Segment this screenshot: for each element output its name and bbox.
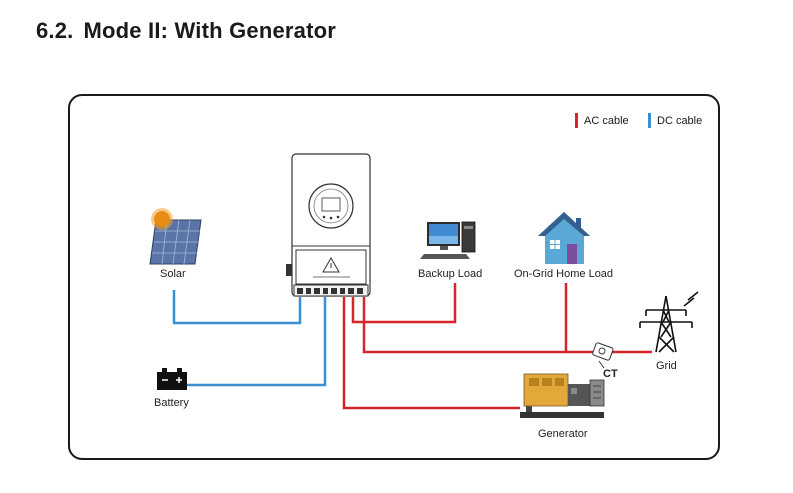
home-load-label: On-Grid Home Load	[514, 268, 614, 280]
inverter-icon	[286, 153, 371, 297]
section-title: Mode II: With Generator	[83, 18, 337, 43]
legend-dc: DC cable	[648, 113, 702, 128]
solar-panel-icon	[149, 208, 202, 265]
legend-ac-label: AC cable	[584, 114, 629, 127]
legend-ac: AC cable	[575, 113, 629, 128]
section-heading: 6.2. Mode II: With Generator	[36, 18, 336, 44]
ac-cables	[342, 283, 652, 410]
legend-dc-label: DC cable	[657, 114, 703, 127]
dc-cable-swatch	[648, 113, 651, 128]
ct-label: CT	[603, 368, 618, 380]
solar-label: Solar	[160, 268, 186, 280]
solar-dc-cable	[172, 290, 302, 325]
generator-label: Generator	[538, 428, 588, 440]
battery-icon	[157, 368, 187, 390]
grid-label: Grid	[656, 360, 677, 372]
ac-cable-swatch	[575, 113, 578, 128]
house-icon	[538, 212, 590, 264]
section-number: 6.2.	[36, 18, 74, 43]
current-transformer-icon	[592, 342, 614, 369]
dc-cables	[172, 290, 327, 387]
generator-icon	[520, 373, 605, 418]
backup-load-label: Backup Load	[418, 268, 483, 280]
generator-ac-cable	[342, 297, 520, 410]
computer-icon	[420, 221, 476, 259]
grid-ac-cable	[362, 297, 652, 354]
diagram-frame	[68, 94, 720, 460]
battery-dc-cable	[186, 297, 327, 387]
power-tower-icon	[639, 291, 699, 353]
backup-load-ac-cable	[351, 283, 457, 324]
battery-label: Battery	[154, 397, 189, 409]
